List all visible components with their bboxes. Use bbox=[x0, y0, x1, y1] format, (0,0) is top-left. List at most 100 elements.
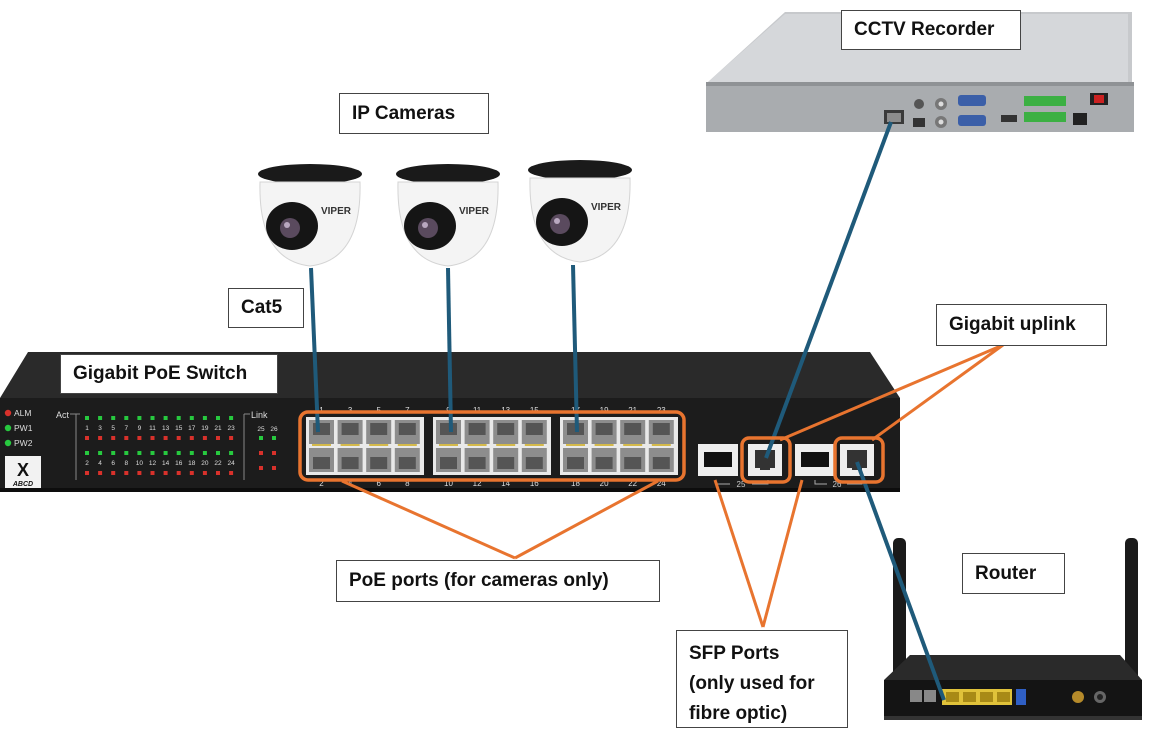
poe-port-pins bbox=[397, 444, 417, 446]
poe-port-jack-bottom bbox=[370, 457, 388, 469]
poe-port-jack-bottom bbox=[652, 457, 670, 469]
link-port-led-b-25 bbox=[259, 466, 263, 470]
camera-lens bbox=[418, 218, 438, 238]
act-led-top-21 bbox=[216, 416, 220, 420]
cable-recorder bbox=[764, 121, 893, 459]
poe-port-pins bbox=[467, 444, 487, 446]
poe-ports-highlight bbox=[298, 410, 686, 482]
link-port-led-a-25 bbox=[259, 451, 263, 455]
link-led-bottom-12 bbox=[150, 471, 155, 475]
link-led-bottom-22 bbox=[216, 471, 220, 475]
label-cat5: Cat5 bbox=[228, 288, 304, 328]
status-led-pw2 bbox=[4, 439, 12, 447]
act-led-bottom-4 bbox=[98, 451, 103, 455]
poe-port-jack-bottom bbox=[567, 457, 584, 469]
poe-port-pins bbox=[496, 444, 516, 446]
link-port-number-25: 25 bbox=[257, 426, 265, 433]
poe-port-pins bbox=[623, 444, 643, 446]
uplink-section: 25 26 bbox=[698, 444, 874, 489]
port-number-bottom-6: 6 bbox=[376, 479, 381, 488]
link-led-top-13 bbox=[163, 436, 168, 440]
poe-port-jack-top bbox=[440, 423, 457, 435]
ip-camera-1: VIPER bbox=[258, 164, 362, 267]
poe-port-jack-bottom bbox=[497, 457, 515, 469]
annotation-pointers bbox=[298, 343, 1004, 628]
port-number-bottom-22: 22 bbox=[628, 479, 637, 488]
uplink-highlight-1 bbox=[740, 436, 792, 484]
pointer-uplink-1 bbox=[779, 343, 1004, 442]
link-led-bottom-4 bbox=[98, 471, 103, 475]
act-led-bottom-10 bbox=[137, 451, 142, 455]
act-led-top-11 bbox=[150, 416, 155, 420]
led-number-top-5: 5 bbox=[111, 425, 115, 432]
poe-port-jack-top bbox=[313, 423, 330, 435]
router bbox=[884, 538, 1142, 720]
link-port-led-25 bbox=[259, 436, 263, 440]
poe-port-jack-top bbox=[370, 423, 388, 435]
led-number-top-13: 13 bbox=[162, 425, 170, 432]
led-number-top-11: 11 bbox=[149, 425, 156, 432]
camera-base bbox=[258, 164, 362, 184]
led-number-top-3: 3 bbox=[98, 425, 102, 432]
led-number-top-7: 7 bbox=[124, 425, 128, 432]
link-led-top-23 bbox=[229, 436, 234, 440]
status-led-label-pw1: PW1 bbox=[14, 423, 33, 433]
led-number-top-1: 1 bbox=[85, 425, 89, 432]
link-led-top-1 bbox=[85, 436, 89, 440]
led-number-bottom-2: 2 bbox=[85, 460, 89, 467]
label-gigabit-uplink: Gigabit uplink bbox=[936, 304, 1107, 346]
led-number-bottom-8: 8 bbox=[124, 460, 128, 467]
poe-port-jack-top bbox=[652, 423, 670, 435]
link-led-bottom-2 bbox=[85, 471, 89, 475]
logo-text: ABCD bbox=[12, 481, 33, 488]
act-led-top-13 bbox=[163, 416, 168, 420]
port-number-bottom-12: 12 bbox=[473, 479, 482, 488]
led-number-bottom-18: 18 bbox=[188, 460, 196, 467]
port-number-bottom-8: 8 bbox=[405, 479, 410, 488]
poe-port-jack-top bbox=[341, 423, 359, 435]
switch-logo: X ABCD bbox=[5, 456, 41, 488]
status-led-pw1 bbox=[4, 424, 12, 432]
camera-base bbox=[396, 164, 500, 184]
act-led-top-23 bbox=[229, 416, 234, 420]
poe-port-jack-bottom bbox=[525, 457, 543, 469]
act-led-bottom-22 bbox=[216, 451, 220, 455]
camera-brand-text: VIPER bbox=[591, 202, 622, 213]
port-number-bottom-18: 18 bbox=[571, 479, 580, 488]
link-led-bottom-16 bbox=[176, 471, 181, 475]
port-number-bottom-10: 10 bbox=[444, 479, 453, 488]
led-number-top-21: 21 bbox=[214, 425, 222, 432]
link-led-bottom-8 bbox=[124, 471, 129, 475]
sfp-number-26: 26 bbox=[833, 480, 842, 489]
pointer-poe-1 bbox=[341, 479, 516, 560]
link-led-bottom-14 bbox=[163, 471, 168, 475]
led-number-top-19: 19 bbox=[201, 425, 209, 432]
label-sfp-line-3: fibre optic) bbox=[689, 703, 788, 724]
pointer-sfp-1 bbox=[713, 479, 765, 628]
link-led-top-11 bbox=[150, 436, 155, 440]
link-led-top-7 bbox=[124, 436, 129, 440]
act-led-bottom-20 bbox=[202, 451, 207, 455]
poe-port-pins bbox=[594, 444, 614, 446]
label-ip-cameras: IP Cameras bbox=[339, 93, 489, 134]
act-led-top-19 bbox=[202, 416, 207, 420]
link-led-top-21 bbox=[216, 436, 220, 440]
poe-port-jack-bottom bbox=[440, 457, 457, 469]
act-led-bottom-6 bbox=[111, 451, 116, 455]
link-led-bottom-24 bbox=[229, 471, 234, 475]
router-antenna-left bbox=[893, 538, 906, 688]
status-led-label-alm: ALM bbox=[14, 408, 31, 418]
poe-port-pins bbox=[439, 444, 458, 446]
recorder-terminal-block bbox=[1024, 96, 1066, 106]
pointer-sfp-2 bbox=[761, 479, 804, 628]
poe-port-jack-top bbox=[497, 423, 515, 435]
sfp-number-25: 25 bbox=[737, 480, 746, 489]
act-led-top-3 bbox=[98, 416, 103, 420]
cables bbox=[309, 121, 946, 701]
poe-port-jack-bottom bbox=[595, 457, 613, 469]
poe-port-jack-top bbox=[398, 423, 416, 435]
poe-port-jack-top bbox=[595, 423, 613, 435]
